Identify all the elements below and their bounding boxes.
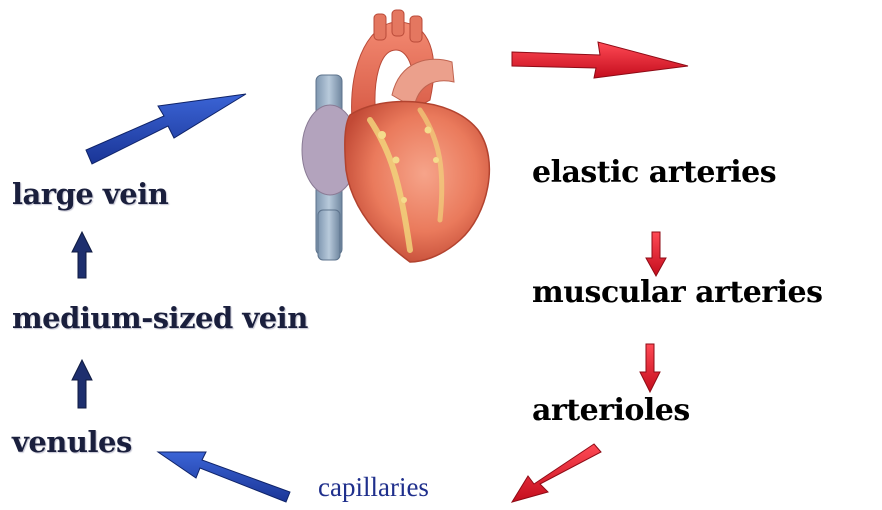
label-medium-sized-vein: medium-sized vein <box>12 304 308 333</box>
label-venules: venules <box>12 428 132 457</box>
label-large-vein: large vein <box>12 180 168 209</box>
arrow-large-vein-to-heart <box>86 94 246 164</box>
arrow-muscular-to-arterioles <box>640 344 660 392</box>
heart-icon <box>302 10 489 262</box>
arrow-arterioles-to-capillaries <box>512 444 601 502</box>
label-arterioles: arterioles <box>532 396 690 426</box>
arrow-heart-to-arteries <box>512 42 688 78</box>
arrow-venules-to-medium-vein <box>72 360 92 408</box>
arrow-medium-to-large-vein <box>72 232 92 278</box>
label-elastic-arteries: elastic arteries <box>532 158 776 188</box>
label-muscular-arteries: muscular arteries <box>532 278 822 308</box>
arrow-capillaries-to-venules <box>158 452 290 502</box>
label-capillaries: capillaries <box>318 474 429 501</box>
arrow-elastic-to-muscular <box>646 232 666 276</box>
